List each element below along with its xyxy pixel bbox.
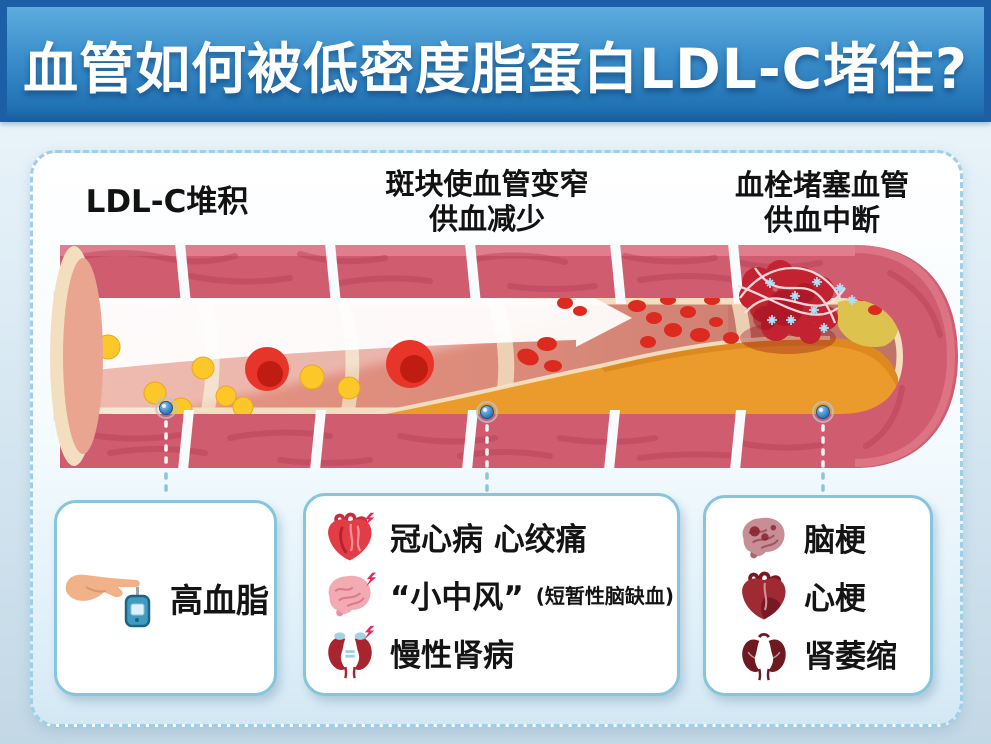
marker-pin-3 (812, 401, 834, 500)
wall-segment-gaps (175, 243, 746, 470)
artery-progression-illustration (50, 243, 958, 500)
fibrin-sparkles (765, 277, 857, 333)
list-item: 慢性肾病 (322, 625, 677, 679)
stage-label-ldl-accumulation: LDL-C堆积 (47, 185, 287, 220)
marker-pin-1 (155, 397, 177, 500)
page-title: 血管如何被低密度脂蛋白LDL-C堵住? (23, 37, 968, 101)
stage-label-line: 血栓堵塞血管 (734, 168, 909, 202)
artery-wall (60, 245, 958, 468)
card-label: 肾萎缩 (804, 639, 897, 676)
kidney-pain-icon (328, 626, 375, 679)
plaque-buildup (374, 299, 900, 416)
card-label: 冠心病 心绞痛 (390, 522, 587, 559)
list-item: “小中风” (短暂性脑缺血) (322, 568, 677, 622)
list-item: 心梗 (736, 569, 930, 623)
card-label: 慢性肾病 (390, 637, 514, 674)
stage-label-line: 供血减少 (428, 202, 545, 236)
stage-label-line: LDL-C堆积 (85, 184, 249, 220)
card-label: 心梗 (804, 581, 866, 617)
header-banner: 血管如何被低密度脂蛋白LDL-C堵住? (0, 0, 991, 122)
kidney-atrophy-icon (742, 632, 786, 681)
card-label: 高血脂 (170, 581, 269, 620)
brain-infarct-icon (742, 517, 785, 559)
marker-pin-2 (476, 401, 498, 500)
fibrin-mesh (737, 266, 846, 324)
list-item: 冠心病 心绞痛 (322, 510, 677, 564)
stage-label-line: 供血中断 (763, 203, 880, 237)
list-item: 脑梗 (736, 510, 930, 564)
card-label: 脑梗 (804, 522, 866, 559)
glucose-meter-hand-icon (65, 574, 151, 628)
card-ischemia-outcomes: 冠心病 心绞痛 “小中风” (短暂性脑缺血) 慢性肾病 (303, 493, 680, 696)
card-label-note: (短暂性脑缺血) (535, 584, 675, 608)
heart-infarct-icon (742, 571, 786, 619)
card-label: “小中风” (390, 580, 524, 616)
stage-label-line: 斑块使血管变窄 (385, 167, 589, 201)
heart-pain-icon (328, 512, 375, 561)
list-item: 肾萎缩 (736, 627, 930, 681)
card-hyperlipidemia: 高血脂 (54, 500, 277, 696)
brain-pain-icon (328, 572, 377, 616)
card-infarction-outcomes: 脑梗 心梗 肾萎缩 (703, 495, 933, 696)
blood-flow-arrow (95, 270, 632, 430)
vessel-open-end (50, 246, 103, 466)
stage-label-thrombus-blockage: 血栓堵塞血管 供血中断 (662, 168, 982, 238)
red-blood-cells (245, 289, 882, 391)
stage-label-plaque-narrowing: 斑块使血管变窄 供血减少 (327, 167, 647, 237)
thrombus-clot (737, 260, 857, 354)
